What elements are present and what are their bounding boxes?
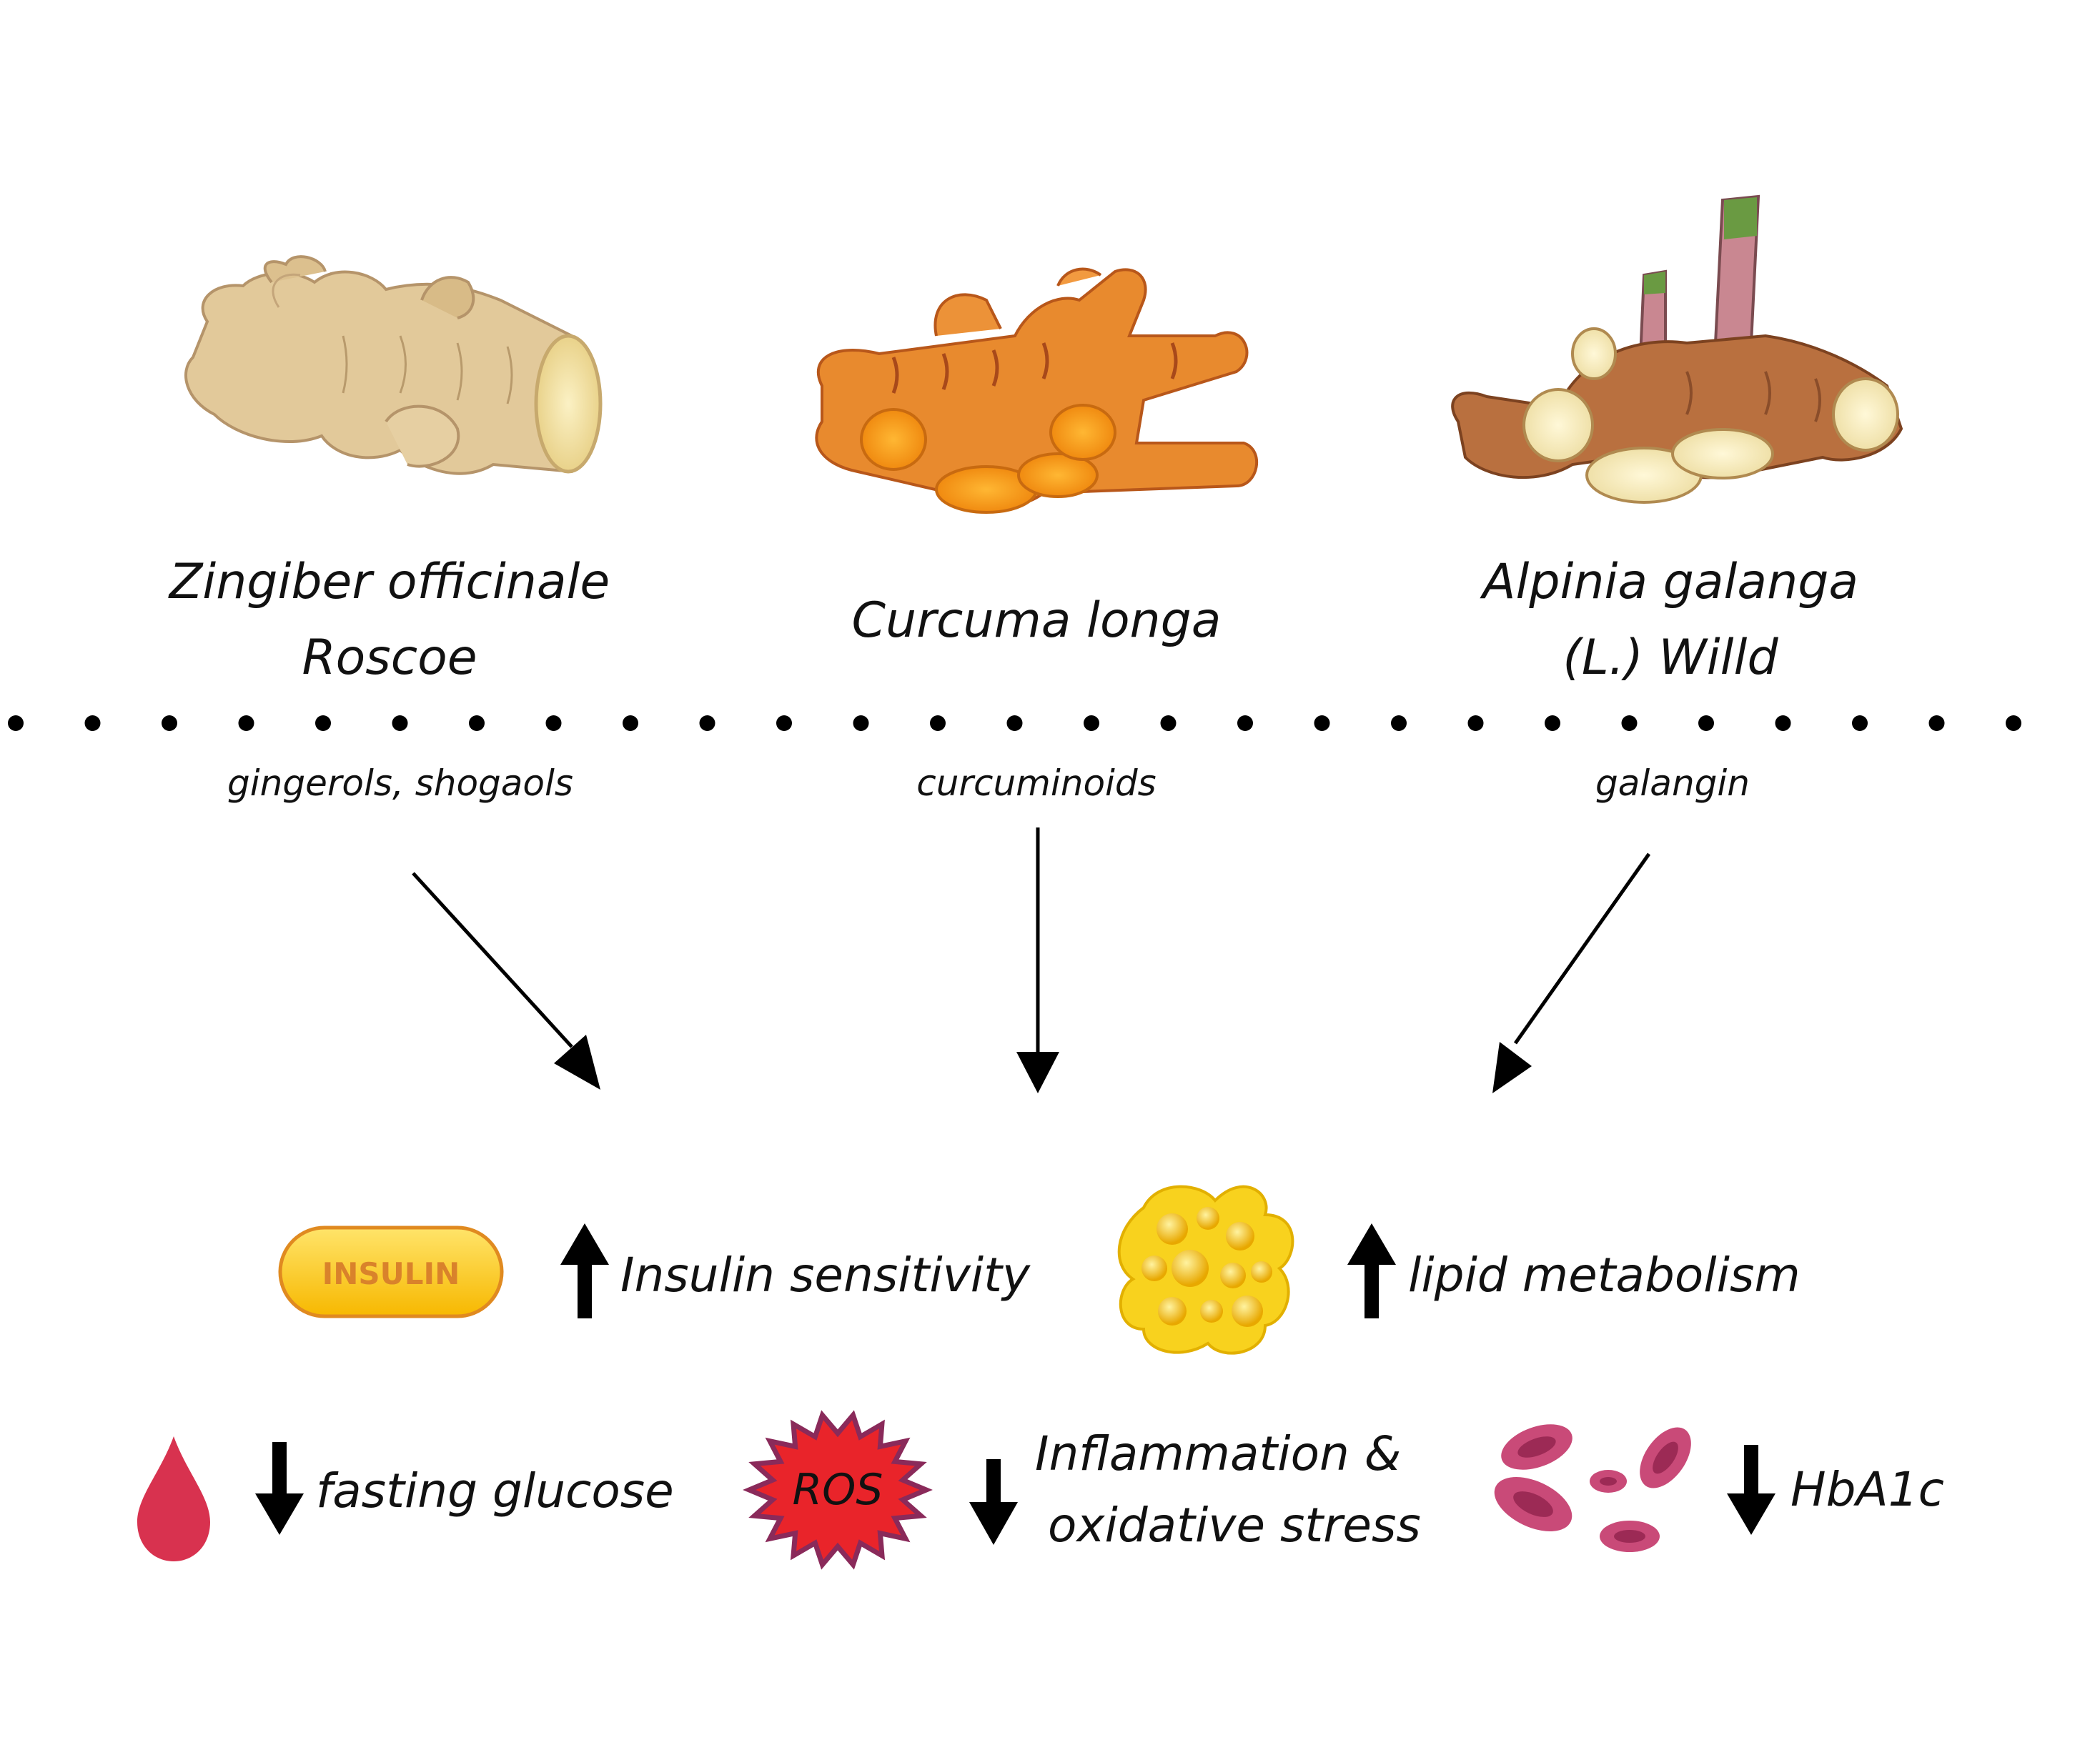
separator-dot xyxy=(392,715,408,731)
galangal-arrowhead xyxy=(1492,1042,1532,1093)
separator-dot xyxy=(1160,715,1177,731)
separator-dot xyxy=(623,715,638,731)
turmeric-rhizome-icon xyxy=(815,267,1258,514)
down-arrow-ros-icon xyxy=(969,1459,1018,1545)
separator-dot xyxy=(1698,715,1714,731)
up-arrow-lipid-icon xyxy=(1347,1223,1396,1318)
up-arrow-insulin-icon xyxy=(560,1223,609,1318)
separator-dot xyxy=(1006,715,1023,731)
separator-dot xyxy=(1852,715,1868,731)
separator-dot xyxy=(853,715,869,731)
separator-dot xyxy=(1391,715,1407,731)
separator-dot xyxy=(1314,715,1330,731)
species-galangal-line2: (L.) Willd xyxy=(1562,630,1778,686)
separator-dot xyxy=(1621,715,1638,731)
down-arrow-hba1c-icon xyxy=(1727,1445,1775,1535)
separator-dot xyxy=(1467,715,1484,731)
separator-dot xyxy=(8,715,24,731)
species-name-galangal: Alpinia galanga (L.) Willd xyxy=(1385,545,1956,696)
compound-turmeric: curcuminoids xyxy=(916,762,1157,804)
compound-ginger: gingerols, shogaols xyxy=(227,762,573,804)
species-turmeric-line1: Curcuma longa xyxy=(851,592,1222,649)
separator-dot xyxy=(469,715,485,731)
blood-drop-icon xyxy=(137,1436,210,1561)
direction-arrows xyxy=(255,1223,1775,1545)
species-ginger-line1: Zingiber officinale xyxy=(169,554,610,610)
effect-ros-line2: oxidative stress xyxy=(1048,1498,1421,1553)
down-arrow-glucose-icon xyxy=(255,1442,304,1535)
red-blood-cells-icon xyxy=(1494,1424,1691,1552)
species-galangal-line1: Alpinia galanga xyxy=(1482,554,1859,610)
ginger-arrowhead xyxy=(554,1035,600,1090)
flow-arrows xyxy=(412,827,1651,1093)
separator-dot xyxy=(776,715,792,731)
separator-dot xyxy=(1775,715,1791,731)
separator-dot xyxy=(84,715,101,731)
insulin-capsule-icon: INSULIN xyxy=(278,1225,504,1318)
separator-dot xyxy=(2006,715,2021,731)
species-ginger-line2: Roscoe xyxy=(302,630,477,686)
galangal-arrow xyxy=(1513,852,1651,1045)
separator-dot xyxy=(699,715,715,731)
effect-hba1c-label: HbA1c xyxy=(1791,1462,1944,1517)
separator-dot xyxy=(1084,715,1099,731)
ginger-rhizome-icon xyxy=(184,255,603,475)
separator-dot xyxy=(1237,715,1253,731)
species-name-turmeric: Curcuma longa xyxy=(751,583,1322,659)
separator-dot xyxy=(1545,715,1560,731)
effect-ros-label: Inflammation & oxidative stress xyxy=(1035,1418,1421,1561)
separator-dot xyxy=(545,715,562,731)
effect-lipid-label: lipid metabolism xyxy=(1408,1248,1801,1303)
insulin-capsule-text: INSULIN xyxy=(322,1256,460,1291)
species-name-ginger: Zingiber officinale Roscoe xyxy=(104,545,675,696)
fat-cell-icon xyxy=(1117,1185,1294,1355)
ginger-arrow xyxy=(412,872,573,1048)
separator-dot xyxy=(162,715,177,731)
effect-insulin-label: Insulin sensitivity xyxy=(620,1248,1031,1303)
compound-galangal: galangin xyxy=(1595,762,1750,804)
turmeric-arrowhead xyxy=(1016,1052,1059,1093)
ros-text: ROS xyxy=(792,1465,883,1515)
galangal-rhizome-icon xyxy=(1451,194,1903,504)
separator-dot xyxy=(238,715,254,731)
dotted-separator xyxy=(8,715,2021,731)
effect-ros-line1: Inflammation & xyxy=(1035,1426,1402,1481)
separator-dot xyxy=(930,715,946,731)
ros-burst-icon: ROS xyxy=(743,1410,933,1570)
separator-dot xyxy=(315,715,331,731)
effect-glucose-label: fasting glucose xyxy=(316,1463,674,1518)
separator-dot xyxy=(1928,715,1945,731)
